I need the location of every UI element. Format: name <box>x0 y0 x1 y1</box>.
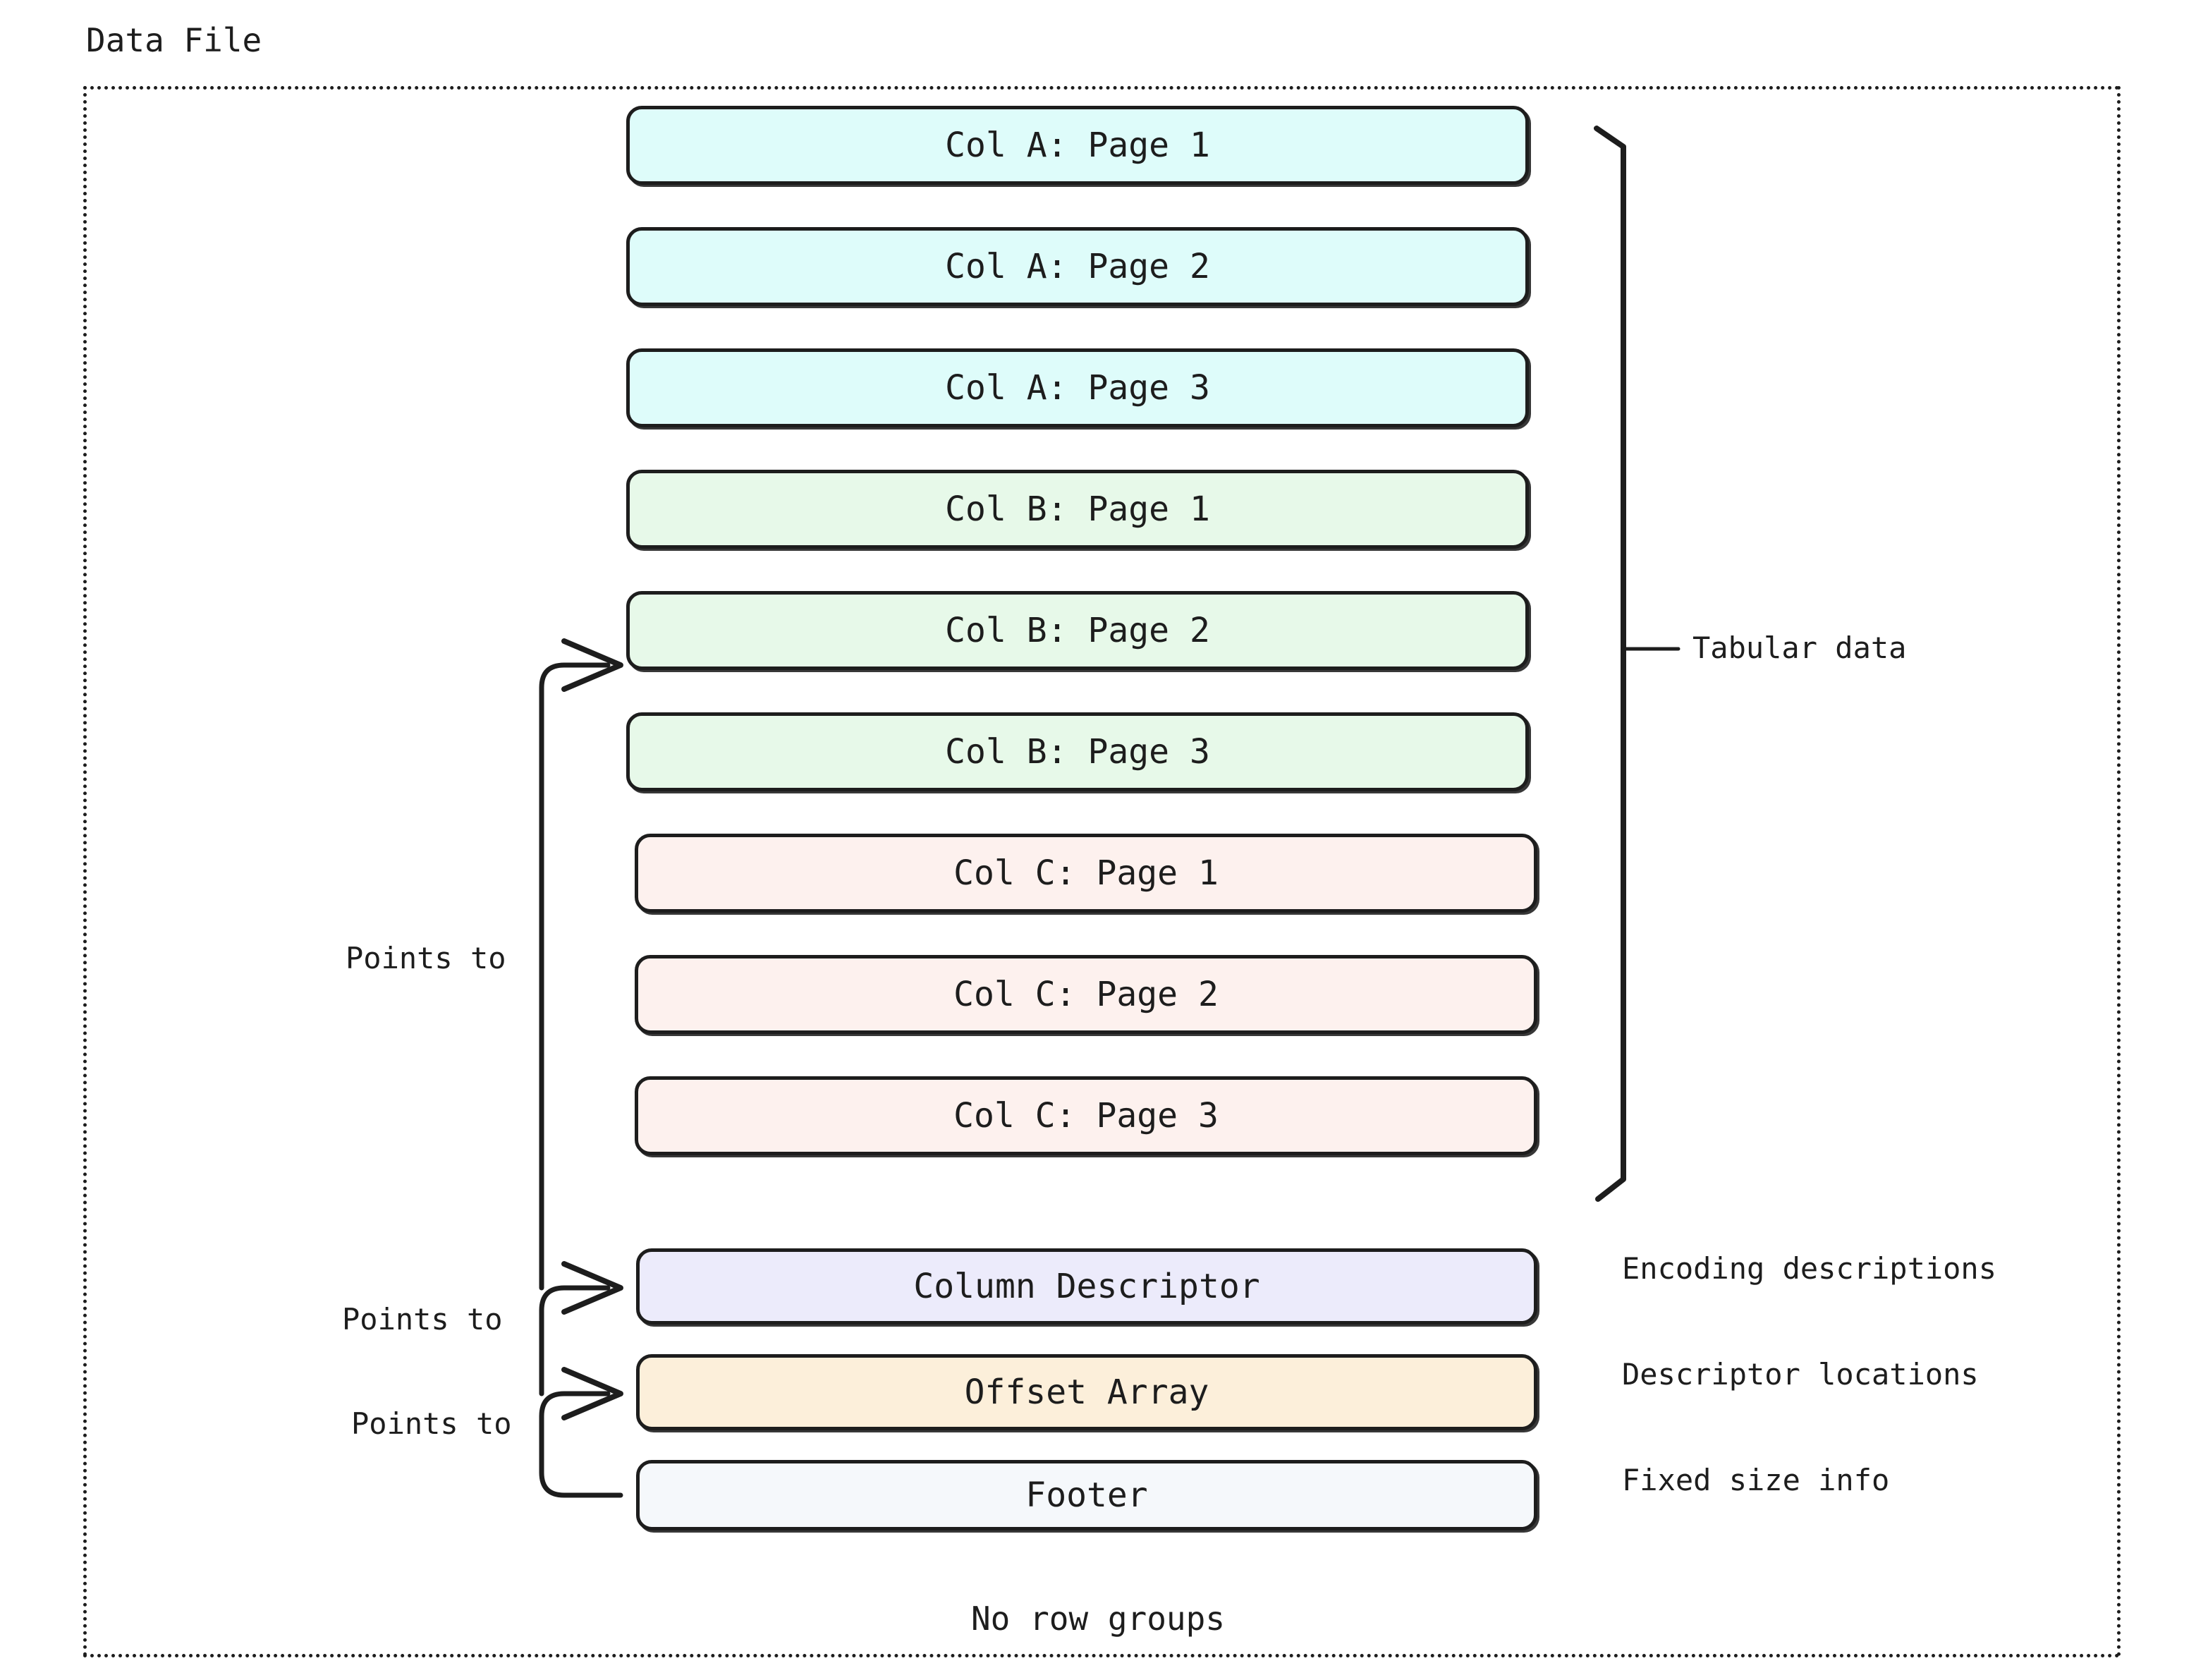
annotation-label: Encoding descriptions <box>1622 1251 1997 1286</box>
block-col-c: Col C: Page 2 <box>635 955 1537 1034</box>
points-to-label: Points to <box>346 941 506 975</box>
page-title: Data File <box>86 21 262 59</box>
block-label: Column Descriptor <box>913 1267 1260 1306</box>
block-offsets: Offset Array <box>636 1354 1537 1430</box>
block-label: Col B: Page 1 <box>945 489 1210 529</box>
block-col-a: Col A: Page 1 <box>626 106 1529 185</box>
block-label: Footer <box>1025 1475 1148 1515</box>
block-col-b: Col B: Page 1 <box>626 470 1529 549</box>
annotation-label: Tabular data <box>1692 631 1907 665</box>
block-label: Col A: Page 3 <box>945 368 1210 408</box>
annotation-label: Descriptor locations <box>1622 1357 1979 1392</box>
block-col-a: Col A: Page 2 <box>626 227 1529 306</box>
block-label: Col B: Page 2 <box>945 611 1210 650</box>
block-label: Col A: Page 1 <box>945 126 1210 165</box>
data-file-container <box>83 86 2121 1657</box>
block-col-c: Col C: Page 1 <box>635 834 1537 913</box>
points-to-label: Points to <box>342 1302 503 1337</box>
block-label: Offset Array <box>964 1372 1209 1412</box>
annotation-label: Fixed size info <box>1622 1463 1890 1497</box>
bottom-note: No row groups <box>970 1600 1226 1638</box>
block-label: Col B: Page 3 <box>945 732 1210 772</box>
block-col-b: Col B: Page 3 <box>626 712 1529 791</box>
block-descriptor: Column Descriptor <box>636 1248 1537 1325</box>
block-footer: Footer <box>636 1460 1537 1530</box>
block-col-b: Col B: Page 2 <box>626 591 1529 670</box>
block-col-a: Col A: Page 3 <box>626 348 1529 427</box>
block-label: Col A: Page 2 <box>945 247 1210 286</box>
block-label: Col C: Page 1 <box>953 853 1219 893</box>
points-to-label: Points to <box>351 1406 512 1441</box>
block-label: Col C: Page 2 <box>953 975 1219 1014</box>
block-col-c: Col C: Page 3 <box>635 1076 1537 1155</box>
block-label: Col C: Page 3 <box>953 1096 1219 1136</box>
